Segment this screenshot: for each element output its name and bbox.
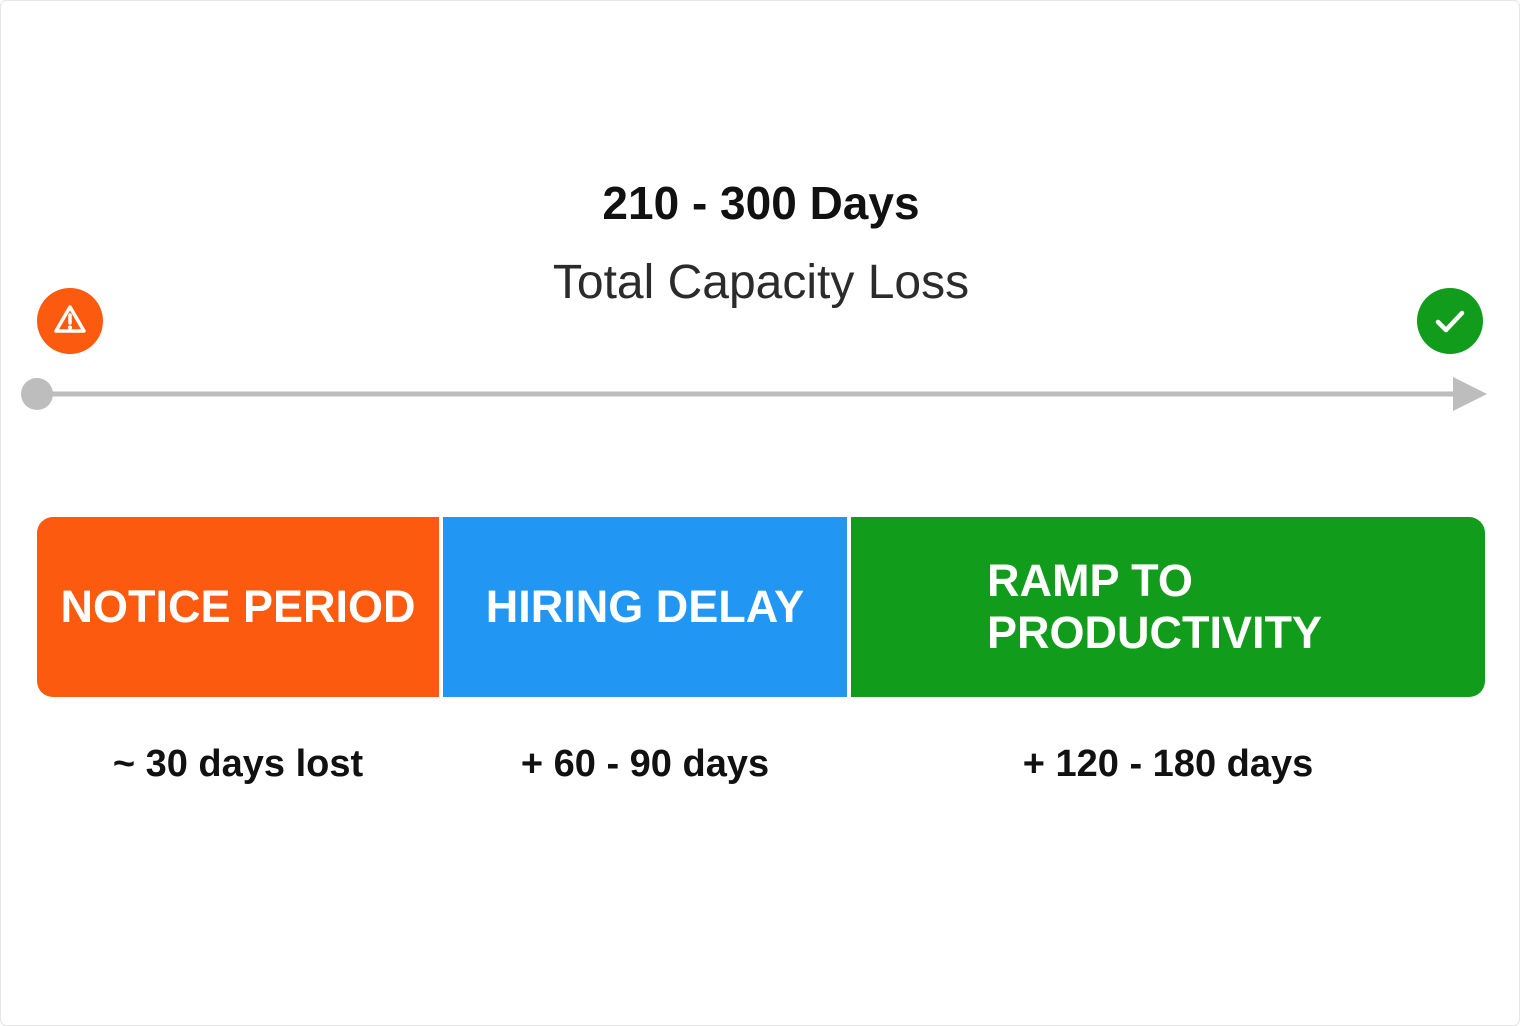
phase-hiring-delay-label: HIRING DELAY bbox=[485, 581, 805, 632]
phase-ramp-to-productivity: RAMP TO PRODUCTIVITY bbox=[851, 517, 1485, 697]
phase-notice-period-label: NOTICE PERIOD bbox=[60, 581, 416, 632]
phase-durations: ~ 30 days lost + 60 - 90 days + 120 - 18… bbox=[37, 739, 1485, 789]
phase-bar: NOTICE PERIOD HIRING DELAY RAMP TO PRODU… bbox=[37, 517, 1485, 697]
phase-hiring-delay: HIRING DELAY bbox=[443, 517, 847, 697]
phase-ramp-to-productivity-label: RAMP TO PRODUCTIVITY bbox=[987, 555, 1323, 658]
checkmark-icon bbox=[1416, 287, 1484, 355]
total-days-headline: 210 - 300 Days bbox=[602, 177, 920, 229]
timeline-arrow bbox=[19, 373, 1491, 415]
hiring-delay-duration: + 60 - 90 days bbox=[520, 743, 770, 785]
warning-triangle-icon bbox=[36, 287, 104, 355]
ramp-to-productivity-duration: + 120 - 180 days bbox=[1022, 743, 1314, 785]
total-capacity-loss-label: Total Capacity Loss bbox=[552, 256, 970, 309]
notice-period-duration: ~ 30 days lost bbox=[112, 743, 364, 785]
phase-notice-period: NOTICE PERIOD bbox=[37, 517, 439, 697]
